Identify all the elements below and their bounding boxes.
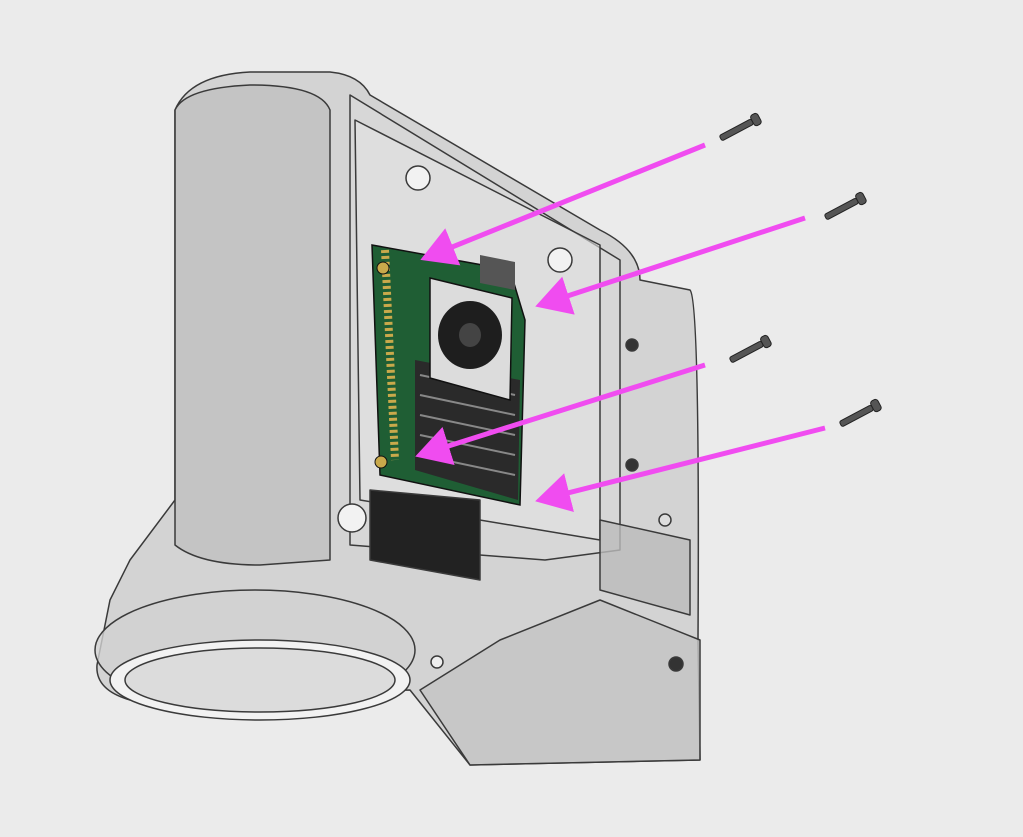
arrow-icon xyxy=(535,425,826,513)
screw-icon xyxy=(839,398,882,427)
screw-icon xyxy=(824,191,867,220)
assembly-arrows xyxy=(415,142,826,513)
circuit-board xyxy=(371,244,526,506)
arrow-icon xyxy=(420,142,706,266)
screw-icon xyxy=(729,334,772,363)
screw-icon xyxy=(719,112,762,141)
fan xyxy=(429,277,513,401)
arrow-icon xyxy=(415,362,706,466)
arrow-icon xyxy=(535,215,806,315)
screws xyxy=(719,112,882,427)
